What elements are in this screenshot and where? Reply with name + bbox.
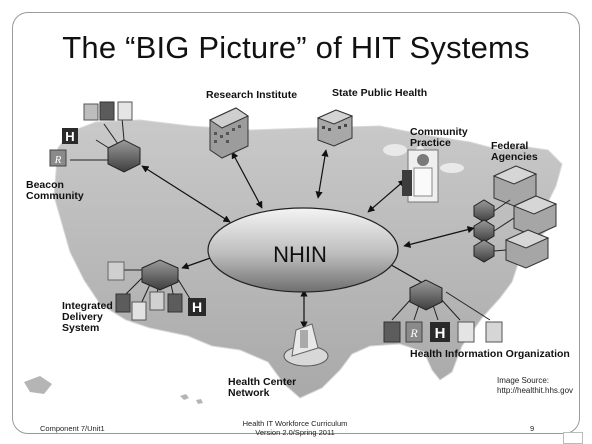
hio-clinician-icon (457, 321, 475, 343)
hio-hospital-icon (430, 322, 450, 342)
svg-text:R: R (409, 326, 418, 340)
ids-hospital-icon (188, 298, 206, 316)
federal-agencies-line1: Federal (491, 140, 529, 152)
person-icon (107, 261, 125, 281)
federal-hex-stack (473, 199, 495, 263)
research-institute-label: Research Institute (206, 89, 298, 101)
alaska-shape (24, 376, 52, 394)
federal-agencies-line2: Agencies (491, 151, 538, 163)
community-practice-line1: Community (410, 126, 468, 138)
hawaii-shape (180, 394, 203, 404)
hio-label: Health Information Organization (410, 348, 570, 360)
footer-curriculum-line2: Version 2.0/Spring 2011 (255, 428, 335, 437)
hcn-line2: Network (228, 387, 270, 399)
link-state (315, 149, 329, 199)
link-federal (403, 226, 475, 248)
beacon-community-label: Beacon Community (26, 180, 84, 202)
hcn-line1: Health Center (228, 376, 297, 388)
svg-text:R: R (54, 154, 62, 166)
link-beacon (141, 165, 231, 223)
page-number: 9 (530, 424, 535, 433)
clinician-icon (117, 101, 133, 121)
pharmacy-icon (49, 149, 67, 167)
hio-pharmacy-icon (405, 321, 423, 343)
beacon-hub (70, 117, 141, 173)
federal-buildings-icon (492, 165, 558, 269)
ids-physician-icon (115, 293, 131, 313)
image-source-line1: Image Source: (497, 376, 550, 385)
ids-lab-icon (131, 301, 147, 321)
link-community (367, 179, 406, 213)
ids-clinician-icon (149, 291, 165, 311)
ids-line1: Integrated (62, 300, 113, 312)
nhin-label: NHIN (273, 242, 327, 267)
svg-text:H: H (435, 325, 446, 342)
svg-text:H: H (65, 129, 74, 144)
hio-lab-icon (485, 321, 503, 343)
hio-physician-icon (383, 321, 401, 343)
state-public-health-label: State Public Health (332, 87, 428, 99)
corner-box (563, 432, 583, 444)
health-center-network-label: Health Center Network (228, 377, 296, 399)
state-building-icon (316, 109, 354, 147)
beacon-community-line2: Community (26, 190, 84, 202)
ids-line2: Delivery (62, 311, 103, 323)
footer-component: Component 7/Unit1 (40, 424, 105, 433)
hospital-icon (62, 128, 78, 144)
image-source-line2: http://healthit.hhs.gov (497, 386, 574, 395)
hio-hub (391, 279, 491, 321)
svg-text:H: H (192, 299, 202, 315)
doctor-icon (402, 149, 439, 203)
footer-curriculum: Health IT Workforce Curriculum Version 2… (240, 419, 350, 437)
nhin-ellipse (207, 207, 399, 293)
community-practice-line2: Practice (410, 137, 451, 149)
slide-title: The “BIG Picture” of HIT Systems (62, 30, 530, 65)
health-center-icon (283, 323, 329, 367)
image-source: Image Source: http://healthit.hhs.gov (497, 376, 573, 396)
physician-icon (99, 101, 115, 121)
lab-icon (83, 103, 99, 121)
ids-physician2-icon (167, 293, 183, 313)
community-practice-label: Community Practice (410, 127, 468, 149)
beacon-community-line1: Beacon (26, 179, 64, 191)
ids-line3: System (62, 322, 100, 334)
research-building-icon (208, 107, 250, 159)
integrated-delivery-system-label: Integrated Delivery System (62, 301, 113, 334)
footer-curriculum-line1: Health IT Workforce Curriculum (242, 419, 348, 428)
link-research (231, 151, 263, 209)
federal-agencies-label: Federal Agencies (491, 141, 538, 163)
